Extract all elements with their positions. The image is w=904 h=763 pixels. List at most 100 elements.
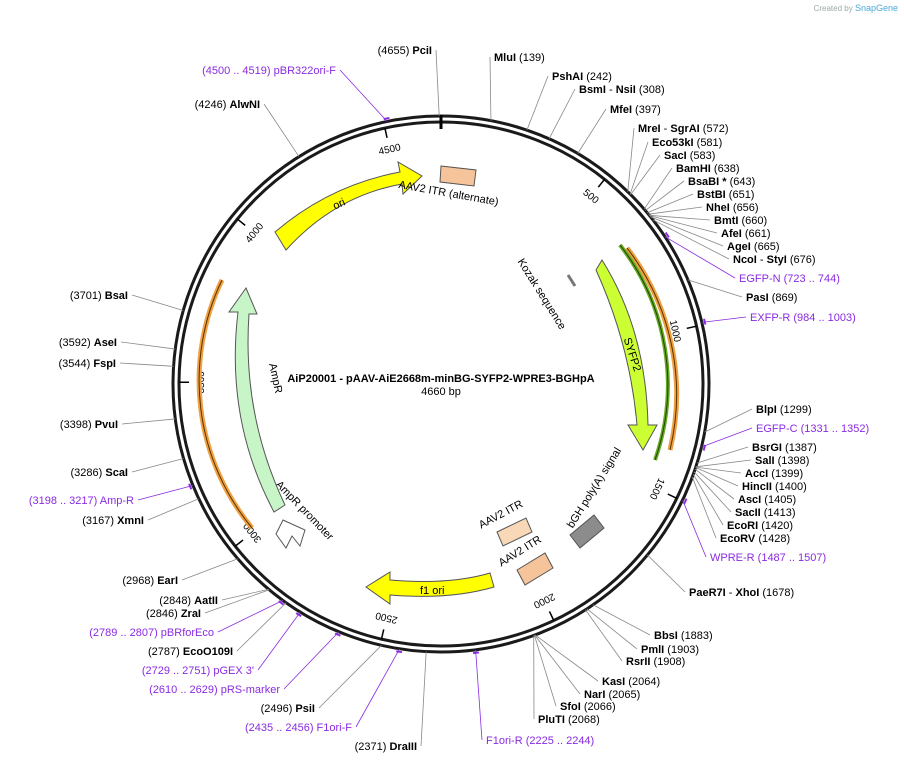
site-label: NheI (656): [706, 202, 759, 214]
site-label: (2848) AatII: [159, 595, 218, 607]
site-label: (4246) AlwNI: [195, 99, 260, 111]
kozak-label: Kozak sequence: [515, 257, 568, 332]
site-leader: [647, 554, 686, 593]
site-label: (2371) DraIII: [355, 741, 417, 753]
primer-leader: [283, 631, 340, 690]
aav2-itr-1-feature: [496, 517, 533, 547]
bgh-polya-feature: [569, 514, 605, 549]
aav2-itr-2-feature: [516, 552, 554, 586]
site-label: AfeI (661): [721, 228, 771, 240]
site-label: PluTI (2068): [538, 714, 600, 726]
site-label: NcoI - StyI (676): [733, 254, 816, 266]
primer-mark: [383, 116, 390, 121]
site-label: (3544) FspI: [59, 358, 116, 370]
site-leader: [534, 635, 557, 707]
site-leader: [695, 466, 742, 474]
site-leader: [420, 651, 427, 747]
primer-leader: [339, 69, 388, 122]
site-label: Eco53kI (581): [652, 137, 722, 149]
site-label: RsrII (1908): [626, 656, 685, 668]
site-leader: [181, 558, 238, 581]
site-label: HincII (1400): [742, 481, 807, 493]
site-label: BmtI (660): [714, 215, 767, 227]
ampr-promoter-feature: [275, 519, 306, 549]
snapgene-credit: Created by SnapGene: [814, 3, 898, 13]
site-label: SalI (1398): [755, 455, 809, 467]
primer-mark: [188, 483, 193, 490]
primer-leader: [701, 316, 747, 323]
tick-mark: [548, 611, 555, 621]
site-leader: [704, 408, 753, 433]
site-leader: [652, 219, 730, 260]
primer-mark: [683, 498, 688, 505]
site-label: PshAI (242): [552, 71, 612, 83]
site-label: NarI (2065): [584, 689, 640, 701]
primer-label: F1ori-R (2225 .. 2244): [486, 735, 594, 747]
site-leader: [548, 88, 576, 139]
primer-mark: [278, 600, 285, 606]
site-leader: [693, 471, 732, 513]
site-label: MfeI (397): [610, 104, 661, 116]
primer-mark: [396, 650, 403, 654]
site-label: (2968) EarI: [122, 575, 178, 587]
orf-arcs: [196, 243, 680, 530]
primer-label: (2729 .. 2751) pGEX 3': [142, 665, 254, 677]
primer-leader: [257, 611, 301, 671]
site-leader-lines: [119, 49, 753, 747]
primer-mark: [702, 444, 707, 451]
site-leader: [650, 216, 724, 247]
site-label: SacII (1413): [735, 507, 796, 519]
site-leader: [643, 167, 673, 210]
site-leader: [318, 645, 382, 709]
syfp2-orf-outer-line: [626, 247, 678, 451]
site-leader: [121, 418, 176, 425]
site-label: (3592) AseI: [59, 337, 117, 349]
f1-ori-feature: [365, 571, 495, 605]
primer-label: WPRE-R (1487 .. 1507): [710, 552, 826, 564]
site-leader: [204, 589, 270, 614]
site-leader: [534, 634, 599, 682]
site-label: PaeR7I - XhoI (1678): [689, 587, 794, 599]
site-label: (2846) ZraI: [146, 608, 201, 620]
site-leader: [692, 474, 724, 526]
ampr-orf-arc-line: [198, 279, 253, 529]
ori-label: ori: [331, 196, 347, 212]
syfp2-feature: [595, 259, 658, 451]
site-label: (3398) PvuI: [60, 419, 118, 431]
site-leader: [630, 154, 661, 195]
primer-label: (4500 .. 4519) pBR322ori-F: [202, 65, 336, 77]
tick-label: 4000: [244, 221, 267, 246]
ampr-feature: [228, 286, 286, 513]
site-leader: [119, 362, 174, 367]
site-label: (2787) EcoO109I: [148, 646, 233, 658]
ampr-label: AmpR: [266, 362, 284, 394]
site-leader: [131, 294, 184, 311]
tick-mark: [234, 539, 244, 547]
site-leader: [586, 608, 638, 650]
tick-label: 2000: [531, 590, 556, 610]
site-leader: [263, 103, 300, 157]
tick-mark: [686, 325, 697, 330]
kozak-feature: [566, 274, 577, 287]
site-leader: [695, 459, 752, 468]
primer-mark: [472, 651, 480, 655]
site-label: (4655) PciI: [378, 45, 432, 57]
primer-leader: [664, 236, 736, 279]
tick-label: 500: [581, 187, 601, 206]
plasmid-name: AiP20001 - pAAV-AiE2668m-minBG-SYFP2-WPR…: [287, 373, 594, 385]
site-leader: [585, 609, 623, 662]
site-leader: [629, 141, 649, 195]
site-leader: [236, 602, 287, 652]
syfp2-orf-green-line: [619, 244, 669, 461]
site-label: BsaBI * (643): [688, 176, 755, 188]
site-leader: [435, 49, 440, 117]
site-label: PasI (869): [746, 292, 797, 304]
site-label: (2496) PsiI: [261, 703, 315, 715]
site-leader: [647, 193, 694, 214]
tick-label: 1500: [646, 476, 666, 501]
site-label: BsmI - NsiI (308): [579, 84, 665, 96]
site-leader: [687, 279, 743, 298]
site-label: (3701) BsaI: [70, 290, 128, 302]
site-label: EcoRI (1420): [727, 520, 793, 532]
